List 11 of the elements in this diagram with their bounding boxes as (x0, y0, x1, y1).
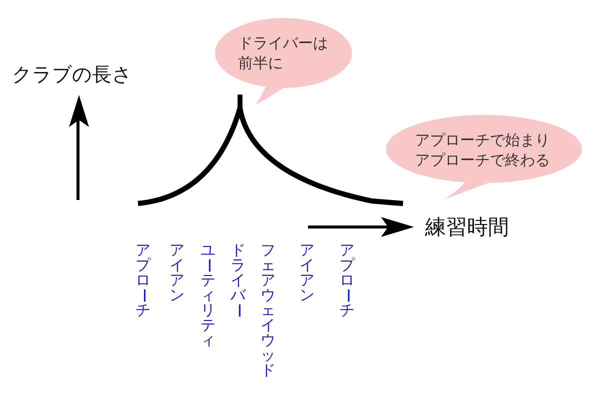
category-label: アイアン (169, 243, 185, 303)
category-label: フェアウェイウッド (260, 243, 276, 378)
category-label: ユーティリティ (200, 243, 216, 348)
category-label: アイアン (299, 243, 315, 303)
bubble-text: アプローチで始まりアプローチで終わる (415, 130, 551, 170)
category-label: アプローチ (339, 243, 355, 318)
bubble-text: ドライバーは前半に (238, 33, 329, 73)
category-label: アプローチ (135, 243, 151, 318)
category-label: ドライバー (230, 243, 246, 318)
axis-label: クラブの長さ (12, 63, 132, 86)
axis-label: 練習時間 (425, 215, 509, 240)
